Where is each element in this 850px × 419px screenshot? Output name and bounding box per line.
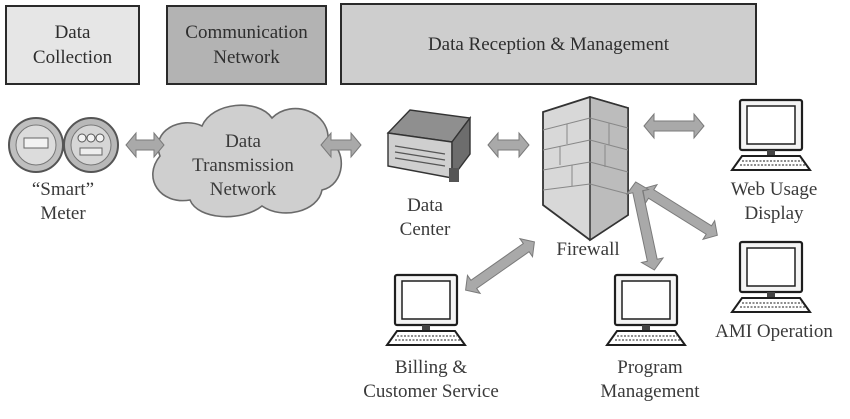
smart-meter-label: “Smart” Meter xyxy=(31,179,95,224)
arrow-firewall-ami xyxy=(642,183,718,241)
data-reception-box: Data Reception & Management xyxy=(340,3,757,85)
web-usage-computer-icon xyxy=(730,98,812,172)
firewall-icon xyxy=(542,96,629,242)
smart-meter-icon xyxy=(8,117,119,173)
data-collection-label: Data Collection xyxy=(32,22,113,68)
billing-computer-icon xyxy=(385,273,467,347)
arrow-datacenter-firewall xyxy=(487,131,530,159)
transmission-network-label: Data Transmission Network xyxy=(192,131,294,200)
transmission-network-cloud-icon xyxy=(152,104,342,218)
data-reception-label: Data Reception & Management xyxy=(427,33,670,55)
ami-operation-computer-icon xyxy=(730,240,812,314)
program-management-computer-icon xyxy=(605,273,687,347)
communication-network-label: Communication Network xyxy=(185,22,308,68)
ami-operation-label: AMI Operation xyxy=(715,321,833,342)
data-center-server-icon xyxy=(386,109,472,182)
billing-label: Billing & Customer Service xyxy=(363,357,499,402)
arrow-meter-network xyxy=(125,131,165,159)
data-collection-box: Data Collection xyxy=(5,5,140,85)
program-management-label: Program Management xyxy=(600,357,700,402)
arrow-firewall-webusage xyxy=(643,112,705,140)
web-usage-label: Web Usage Display xyxy=(730,179,818,224)
arrow-firewall-program xyxy=(625,181,665,271)
arrow-network-datacenter xyxy=(320,131,362,159)
arrow-firewall-billing xyxy=(465,237,535,295)
firewall-label: Firewall xyxy=(556,239,620,260)
data-center-label: Data Center xyxy=(399,195,451,240)
communication-network-box: Communication Network xyxy=(166,5,327,85)
